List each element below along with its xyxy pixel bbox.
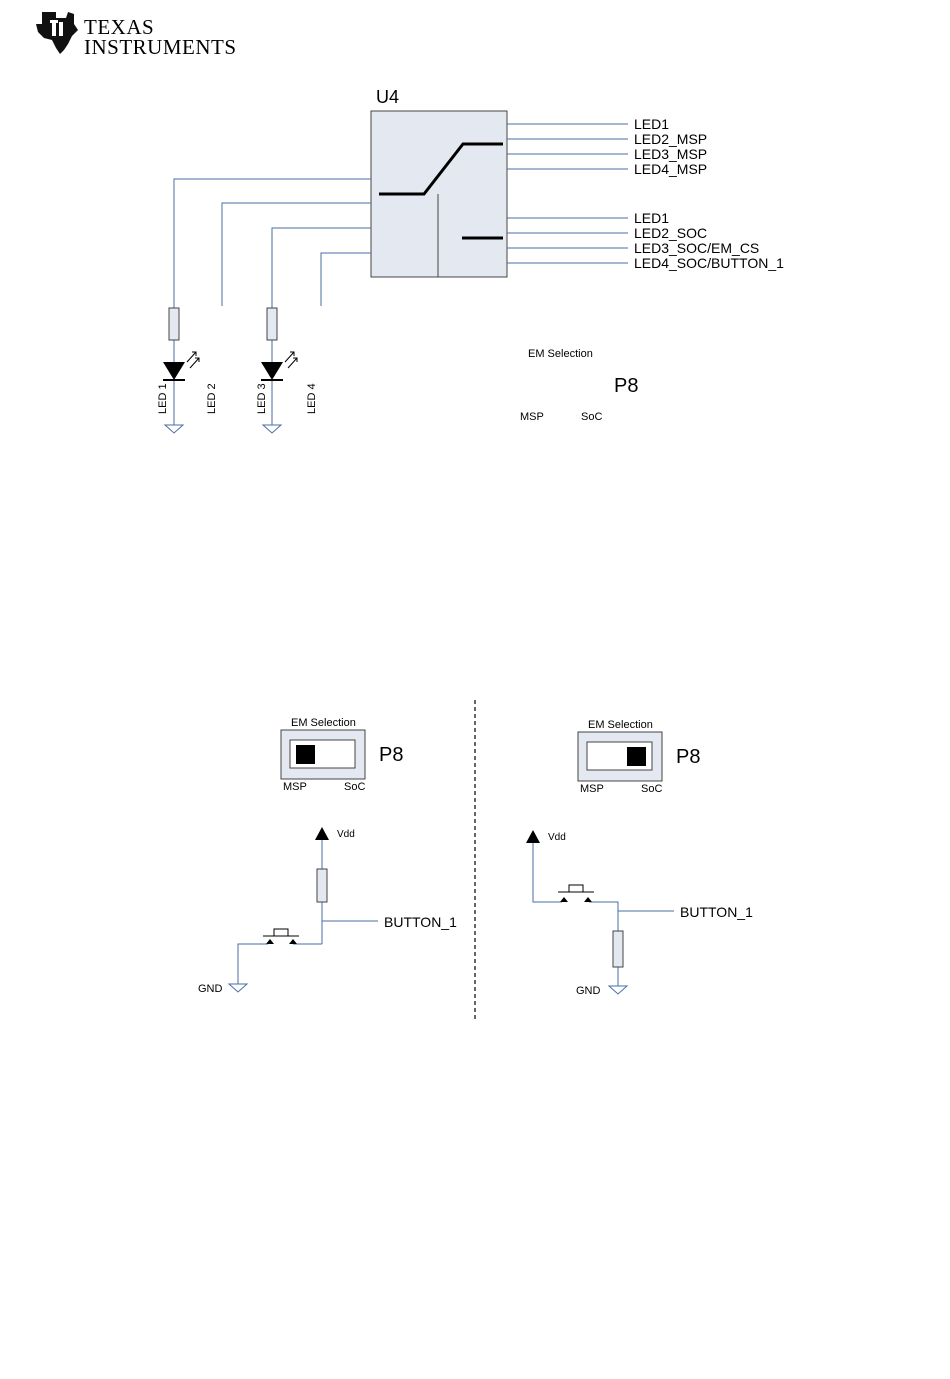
led-wires bbox=[174, 179, 371, 425]
pin-label: LED1 bbox=[634, 210, 669, 226]
resistor bbox=[169, 308, 179, 340]
wires bbox=[238, 840, 378, 984]
resistor bbox=[267, 308, 277, 340]
led-labels: LED 1 LED 2 LED 3 LED 4 bbox=[157, 383, 318, 414]
pushbutton-icon bbox=[263, 929, 299, 944]
pin-label: LED2_SOC bbox=[634, 225, 707, 241]
pin-labels: LED1 LED2_MSP LED3_MSP LED4_MSP LED1 LED… bbox=[634, 116, 784, 271]
switch-title: EM Selection bbox=[588, 719, 653, 731]
switch-ref: P8 bbox=[379, 744, 403, 766]
ground-icon bbox=[263, 425, 281, 433]
led-label: LED 1 bbox=[157, 383, 169, 414]
ground-icon bbox=[609, 986, 627, 994]
led-label: LED 3 bbox=[256, 383, 268, 414]
supply-label: Vdd bbox=[337, 829, 355, 840]
figure-led-mux: U4 LED1 LED2_MSP LED3_MSP LED4_MSP LED1 … bbox=[157, 87, 784, 433]
pin-wires bbox=[507, 124, 628, 263]
supply-label: Vdd bbox=[548, 832, 566, 843]
switch-left-label: MSP bbox=[520, 411, 544, 423]
config-soc: EM Selection P8 MSP SoC Vdd BUTTON bbox=[526, 719, 753, 997]
pin-label: LED1 bbox=[634, 116, 669, 132]
resistor bbox=[317, 869, 327, 902]
led-label: LED 2 bbox=[206, 383, 218, 414]
dip-switch-knob bbox=[296, 745, 315, 764]
resistor bbox=[613, 931, 623, 967]
pin-label: LED4_MSP bbox=[634, 161, 707, 177]
pin-label: LED3_MSP bbox=[634, 146, 707, 162]
ground-label: GND bbox=[198, 983, 223, 995]
pin-label: LED4_SOC/BUTTON_1 bbox=[634, 255, 784, 271]
vdd-arrow-icon bbox=[526, 830, 540, 843]
switch-ref: P8 bbox=[676, 746, 700, 768]
ground-icon bbox=[165, 425, 183, 433]
ground-label: GND bbox=[576, 985, 601, 997]
net-label: BUTTON_1 bbox=[680, 904, 753, 920]
switch-left-label: MSP bbox=[283, 781, 307, 793]
net-label: BUTTON_1 bbox=[384, 914, 457, 930]
wires bbox=[533, 843, 674, 986]
config-msp: EM Selection P8 MSP SoC Vdd bbox=[198, 717, 457, 995]
switch-right-label: SoC bbox=[581, 411, 602, 423]
pin-label: LED2_MSP bbox=[634, 131, 707, 147]
dip-switch-knob bbox=[627, 747, 646, 766]
led-label: LED 4 bbox=[306, 383, 318, 414]
switch-ref: P8 bbox=[614, 375, 638, 397]
pin-label: LED3_SOC/EM_CS bbox=[634, 240, 759, 256]
switch-right-label: SoC bbox=[641, 783, 662, 795]
switch-right-label: SoC bbox=[344, 781, 365, 793]
led-diode-icon bbox=[261, 352, 297, 380]
figure-button-config: EM Selection P8 MSP SoC Vdd bbox=[198, 700, 753, 1020]
ground-icon bbox=[229, 984, 247, 992]
switch-title: EM Selection bbox=[291, 717, 356, 729]
ic-label: U4 bbox=[376, 87, 399, 107]
vdd-arrow-icon bbox=[315, 827, 329, 840]
switch-title: EM Selection bbox=[528, 348, 593, 360]
switch-left-label: MSP bbox=[580, 783, 604, 795]
pushbutton-icon bbox=[558, 885, 594, 902]
led-diode-icon bbox=[163, 352, 199, 380]
